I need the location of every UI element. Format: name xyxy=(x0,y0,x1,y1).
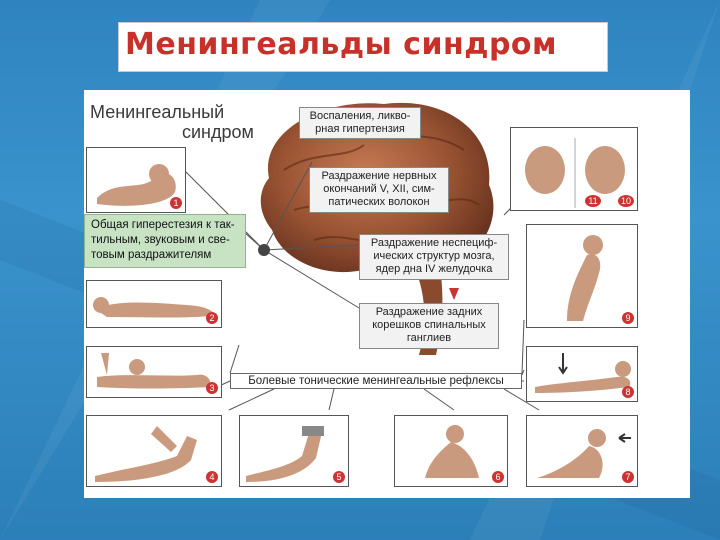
slide-title: Менингеальды синдром xyxy=(125,27,558,62)
sign-panel-6: 6 xyxy=(394,415,508,487)
panel-number: 11 xyxy=(585,195,601,207)
sign-panel-9: 9 xyxy=(526,224,638,328)
posterior-roots-box: Раздражение задних корешков спинальных г… xyxy=(359,303,499,349)
sign-panel-1: 1 xyxy=(86,147,186,213)
sign-panel-5: 5 xyxy=(239,415,349,487)
panel-number: 6 xyxy=(492,471,504,483)
figure-title-line1: Менингеальный xyxy=(90,102,225,122)
panel-number: 3 xyxy=(206,382,218,394)
panel-number: 7 xyxy=(622,471,634,483)
sign-panel-10-11: 11 10 xyxy=(510,127,638,211)
panel-number: 9 xyxy=(622,312,634,324)
sign-panel-2: 2 xyxy=(86,280,222,328)
panel-number: 1 xyxy=(170,197,182,209)
panel-number: 10 xyxy=(618,195,634,207)
nerve-endings-box: Раздражение нервных окончаний V, XII, си… xyxy=(309,167,449,213)
panel-number: 4 xyxy=(206,471,218,483)
panel-number: 8 xyxy=(622,386,634,398)
panel-number: 2 xyxy=(206,312,218,324)
inflammation-box: Воспаления, ликво- рная гипертензия xyxy=(299,107,421,139)
nonspecific-structures-box: Раздражение неспециф- ических структур м… xyxy=(359,234,509,280)
figure-panel: Менингеальный синдром Воспаления, ликво-… xyxy=(84,90,690,498)
sign-panel-7: 7 xyxy=(526,415,638,487)
panel-number: 5 xyxy=(333,471,345,483)
hyperesthesia-box: Общая гиперестезия к так- тильным, звуко… xyxy=(84,214,246,268)
figure-title-line2: синдром xyxy=(182,122,254,142)
figure-title: Менингеальный синдром xyxy=(90,102,254,142)
sign-panel-3: 3 xyxy=(86,346,222,398)
slide-title-box: Менингеальды синдром xyxy=(118,22,608,72)
sign-panel-4: 4 xyxy=(86,415,222,487)
sign-panel-8: 8 xyxy=(526,346,638,402)
reflexes-box: Болевые тонические менингеальные рефлекс… xyxy=(230,373,522,389)
